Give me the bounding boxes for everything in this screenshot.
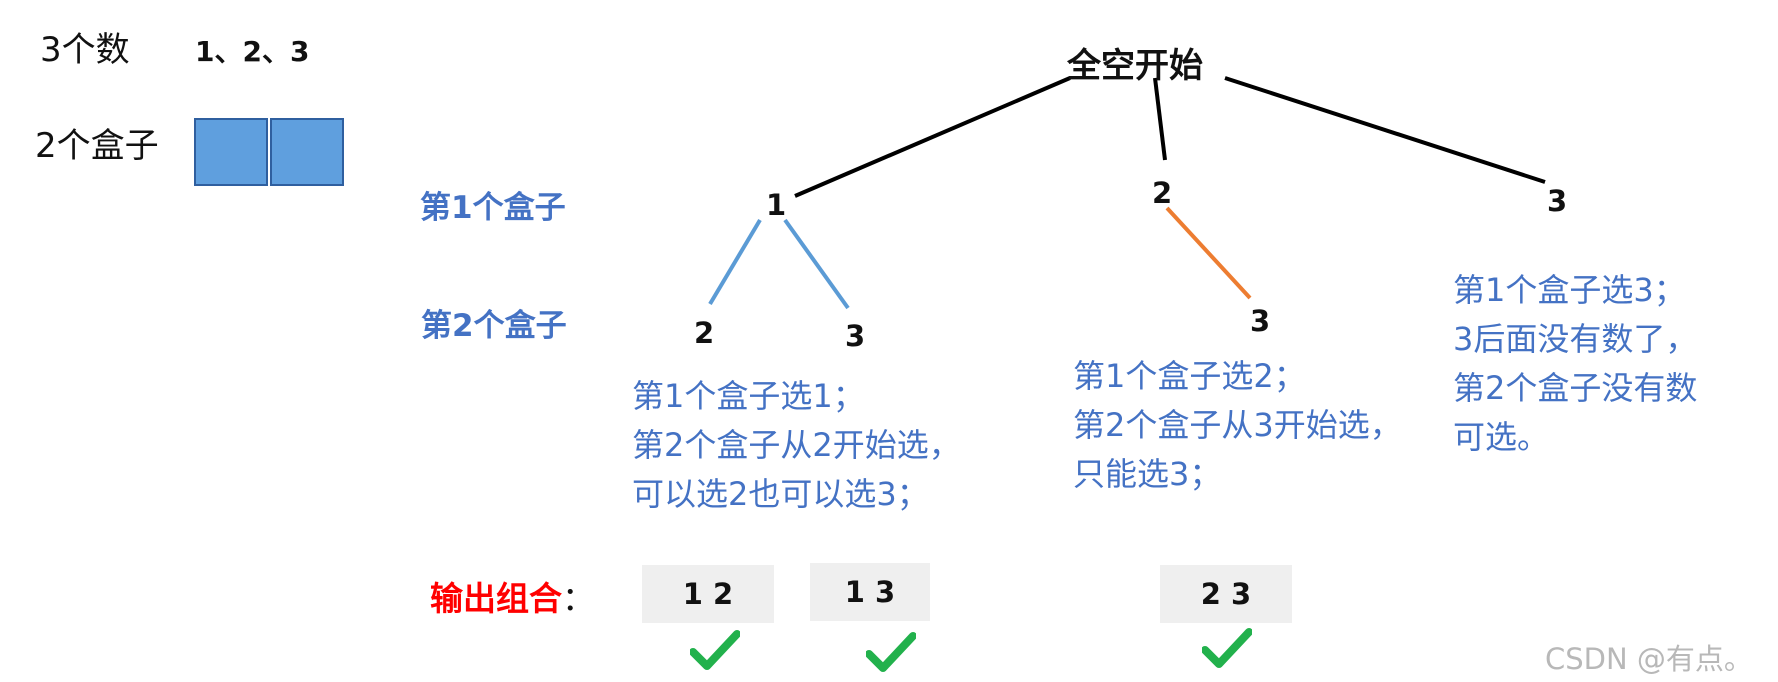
combo-value: 1 3 xyxy=(844,575,896,609)
branch3-line: 第1个盒子选3； xyxy=(1453,271,1686,309)
output-colon: ： xyxy=(562,579,595,618)
output-label-wrap: 输出组合： xyxy=(430,572,595,620)
combo-box-2: 1 3 xyxy=(810,563,930,621)
edge-1-2 xyxy=(708,218,762,306)
level-label-box2: 第2个盒子 xyxy=(421,308,567,344)
level-label-box1: 第1个盒子 xyxy=(420,190,566,226)
branch1-line: 可以选2也可以选3； xyxy=(632,475,929,513)
check-icon xyxy=(1202,628,1252,668)
empty-box-2 xyxy=(270,118,344,186)
branch3-line: 可选。 xyxy=(1453,418,1550,456)
branch3-description: 第1个盒子选3； 3后面没有数了， 第2个盒子没有数 可选。 xyxy=(1453,266,1697,462)
combo-value: 1 2 xyxy=(682,577,734,611)
edge-1-3 xyxy=(783,218,850,310)
root-node: 全空开始 xyxy=(1067,46,1203,86)
branch1-description: 第1个盒子选1； 第2个盒子从2开始选， 可以选2也可以选3； xyxy=(632,372,961,519)
count-label: 3个数 xyxy=(40,30,130,70)
edge-2-3 xyxy=(1165,206,1252,300)
branch3-line: 第2个盒子没有数 xyxy=(1453,369,1698,407)
boxes-label: 2个盒子 xyxy=(35,126,159,166)
branch2-line: 第1个盒子选2； xyxy=(1073,357,1306,395)
branch3-line: 3后面没有数了， xyxy=(1453,320,1698,358)
empty-box-1 xyxy=(194,118,268,186)
node-3: 3 xyxy=(1547,184,1568,218)
edge-root-3 xyxy=(1224,76,1546,184)
branch2-line: 第2个盒子从3开始选， xyxy=(1073,406,1402,444)
edge-root-2 xyxy=(1153,77,1167,161)
node-1-2: 2 xyxy=(694,316,715,350)
watermark: CSDN @有点。 xyxy=(1545,642,1753,676)
branch1-line: 第2个盒子从2开始选， xyxy=(632,426,961,464)
branch1-line: 第1个盒子选1； xyxy=(632,377,865,415)
combo-box-1: 1 2 xyxy=(642,565,774,623)
branch2-description: 第1个盒子选2； 第2个盒子从3开始选， 只能选3； xyxy=(1073,352,1402,499)
combo-value: 2 3 xyxy=(1200,577,1252,611)
check-icon xyxy=(690,630,740,670)
edge-root-1 xyxy=(794,76,1071,198)
branch2-line: 只能选3； xyxy=(1073,455,1222,493)
output-label: 输出组合 xyxy=(430,579,562,618)
numbers-label: 1、2、3 xyxy=(195,35,310,68)
combo-box-3: 2 3 xyxy=(1160,565,1292,623)
node-2: 2 xyxy=(1152,176,1173,210)
node-2-3: 3 xyxy=(1250,304,1271,338)
check-icon xyxy=(866,632,916,672)
node-1: 1 xyxy=(766,188,787,222)
node-1-3: 3 xyxy=(845,319,866,353)
